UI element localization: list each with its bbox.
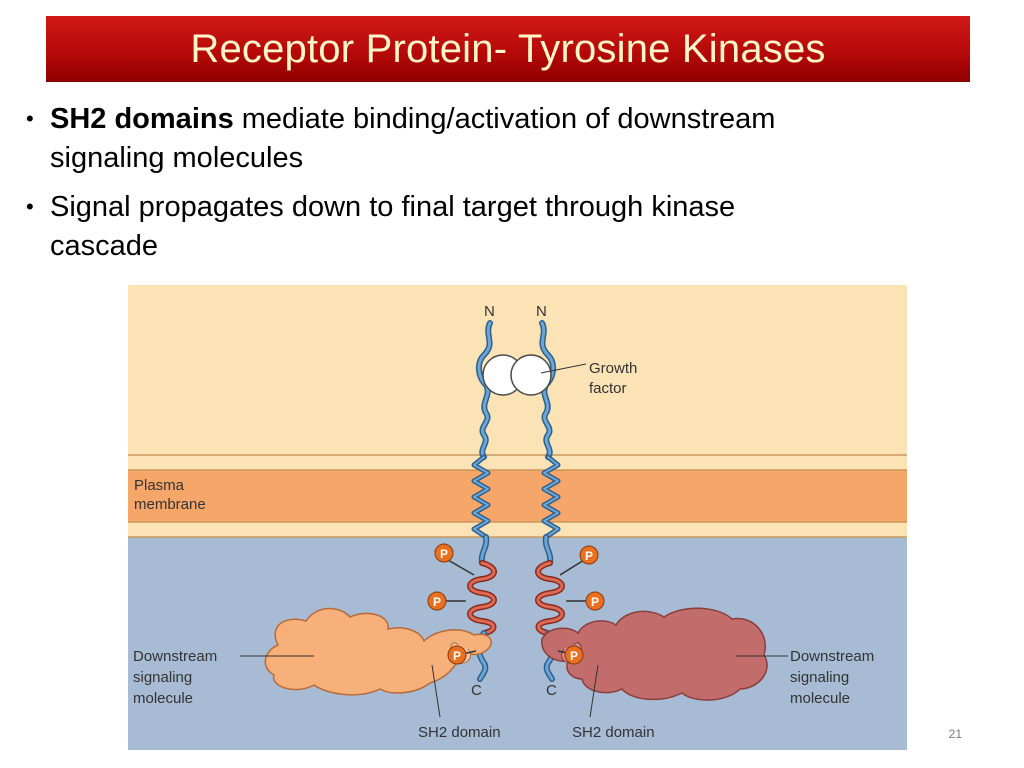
bullet-bold: SH2 domains bbox=[50, 103, 234, 135]
intracellular-region bbox=[128, 537, 907, 750]
growth-factor-label-line1: Growth bbox=[589, 360, 637, 377]
bullet-dot: • bbox=[26, 106, 34, 131]
bullet-text: mediate binding/activation of downstream bbox=[233, 103, 776, 135]
downstream-right-line3: molecule bbox=[790, 690, 850, 707]
phosphate-label: P bbox=[570, 649, 578, 663]
bullet-item: • Signal propagates down to final target… bbox=[24, 184, 984, 266]
phosphate-left-1: P bbox=[434, 543, 454, 563]
sh2-right-leader bbox=[589, 664, 599, 718]
bullet-text-continued: cascade bbox=[50, 230, 159, 262]
c-terminus-left: C bbox=[471, 682, 482, 699]
phosphate-label: P bbox=[433, 595, 441, 609]
bullet-item: • SH2 domains mediate binding/activation… bbox=[24, 96, 984, 178]
receptor-left bbox=[467, 320, 497, 682]
downstream-molecule-left bbox=[264, 607, 492, 696]
downstream-left-line1: Downstream bbox=[133, 648, 217, 665]
downstream-left-line2: signaling bbox=[133, 669, 192, 686]
phosphate-left-2: P bbox=[427, 591, 447, 611]
phosphate-left-3: P bbox=[447, 645, 467, 665]
downstream-right-line2: signaling bbox=[790, 669, 849, 686]
plasma-label-line1: Plasma bbox=[134, 477, 185, 494]
sh2-domain-left-label: SH2 domain bbox=[418, 724, 501, 741]
phosphate-label: P bbox=[591, 595, 599, 609]
phosphate-right-3: P bbox=[564, 645, 584, 665]
growth-factor-dimer bbox=[482, 354, 552, 396]
bullet-dot: • bbox=[26, 194, 34, 219]
downstream-right-line1: Downstream bbox=[790, 648, 874, 665]
growth-factor-leader bbox=[540, 363, 587, 374]
downstream-left-line3: molecule bbox=[133, 690, 193, 707]
downstream-molecule-right bbox=[541, 607, 768, 701]
slide-title: Receptor Protein- Tyrosine Kinases bbox=[190, 26, 826, 71]
membrane-core bbox=[128, 470, 907, 522]
c-terminus-right: C bbox=[546, 682, 557, 699]
title-bar: Receptor Protein- Tyrosine Kinases bbox=[46, 16, 970, 82]
phosphate-right-1: P bbox=[579, 545, 599, 565]
rtk-diagram: Plasma membrane N N bbox=[128, 285, 907, 750]
bullet-text: Signal propagates down to final target t… bbox=[50, 191, 736, 223]
phosphate-label: P bbox=[585, 549, 593, 563]
membrane-outer-leaflet bbox=[128, 455, 907, 470]
n-terminus-left: N bbox=[484, 303, 495, 320]
plasma-label-line2: membrane bbox=[134, 496, 206, 513]
phosphate-label: P bbox=[453, 649, 461, 663]
n-terminus-right: N bbox=[536, 303, 547, 320]
bullet-text-continued: signaling molecules bbox=[50, 142, 304, 174]
bullet-list: • SH2 domains mediate binding/activation… bbox=[24, 96, 984, 272]
phosphate-label: P bbox=[440, 547, 448, 561]
phosphate-right-2: P bbox=[585, 591, 605, 611]
growth-factor-label-line2: factor bbox=[589, 380, 627, 397]
page-number: 21 bbox=[948, 727, 962, 741]
membrane-inner-leaflet bbox=[128, 522, 907, 537]
sh2-domain-right-label: SH2 domain bbox=[572, 724, 655, 741]
sh2-left-leader bbox=[431, 664, 441, 718]
